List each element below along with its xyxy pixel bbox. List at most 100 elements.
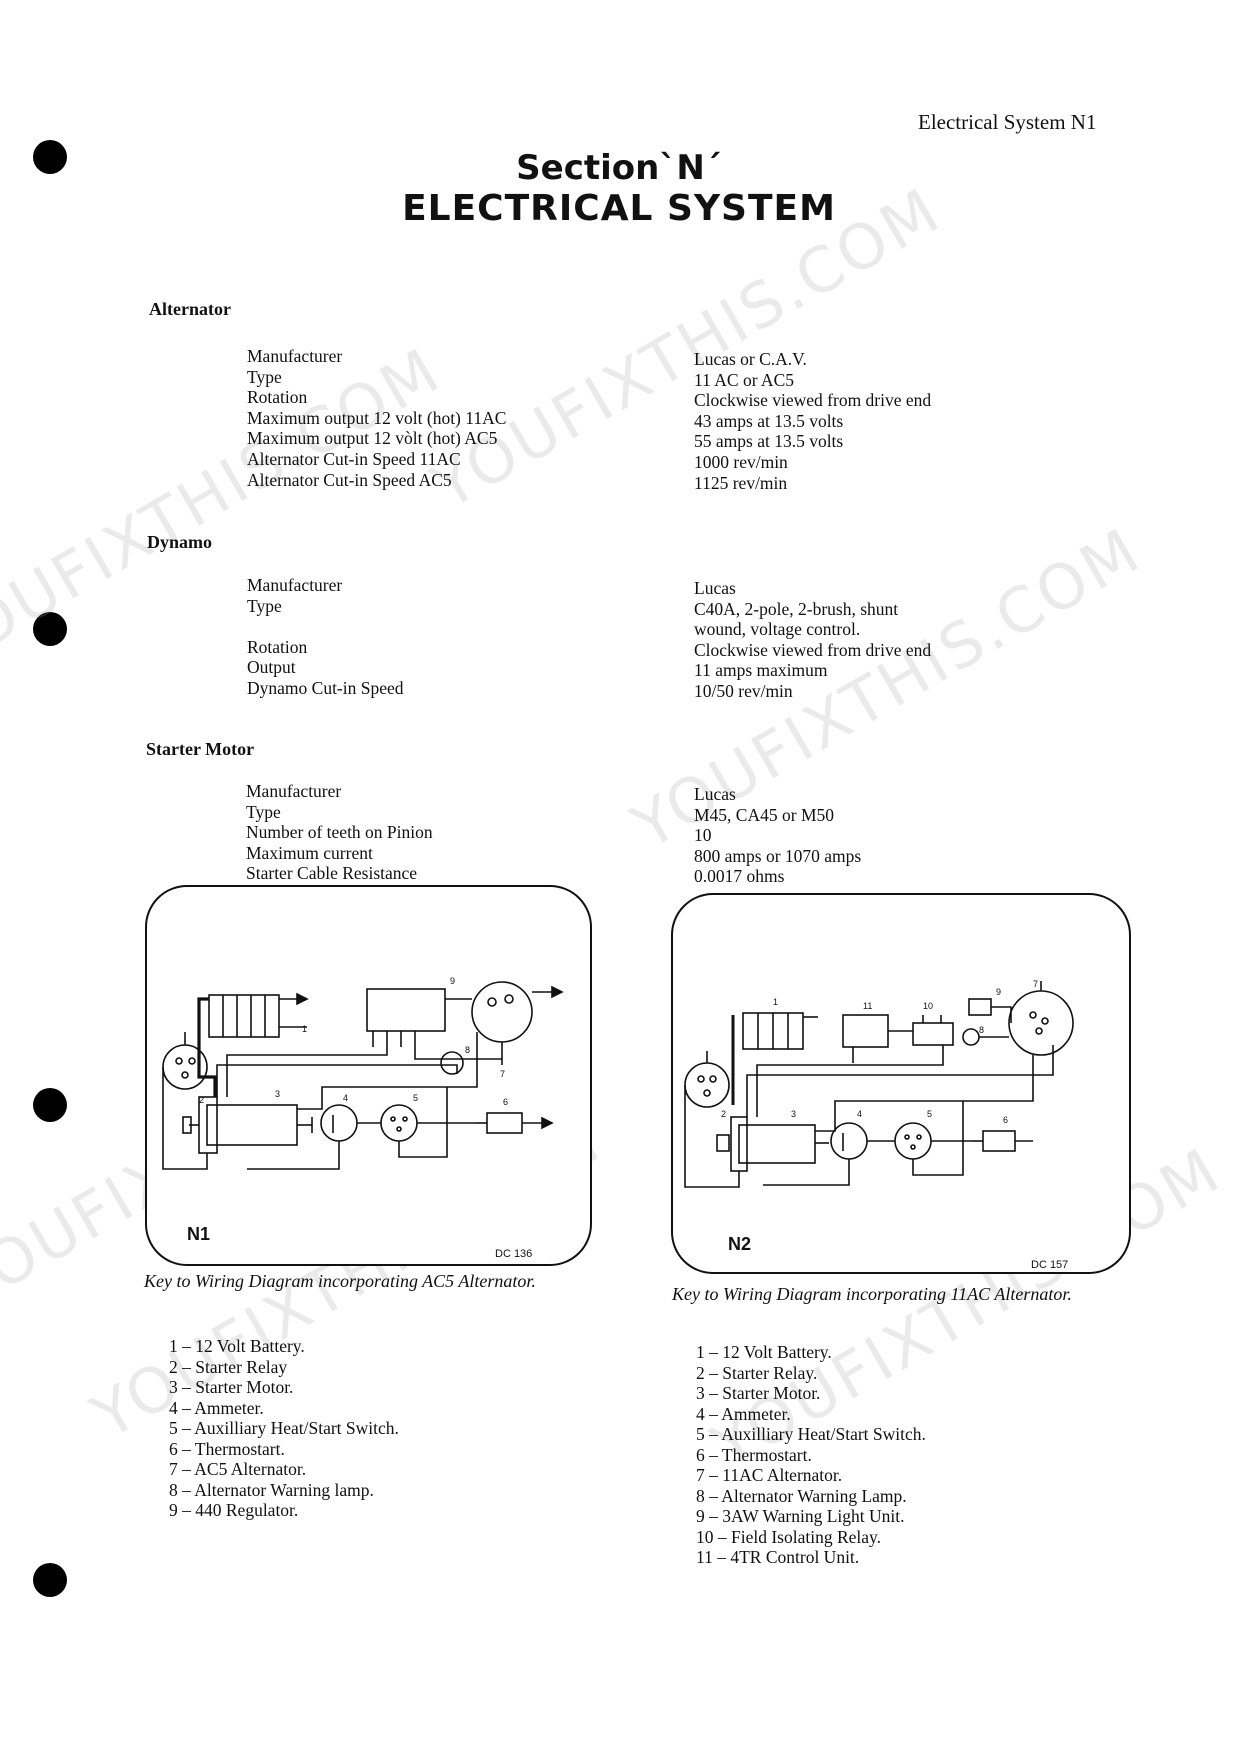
spec-value: 11 AC or AC5	[694, 369, 794, 390]
key-item: 9 – 3AW Warning Light Unit.	[696, 1506, 905, 1526]
dynamo-values: Lucas C40A, 2-pole, 2-brush, shunt wound…	[694, 578, 931, 702]
key-item: 2 – Starter Relay.	[696, 1362, 818, 1383]
spec-label	[247, 616, 404, 637]
svg-text:4: 4	[857, 1109, 862, 1119]
spec-value: 55 amps at 13.5 volts	[694, 431, 844, 452]
binder-hole	[33, 140, 67, 174]
svg-text:10: 10	[923, 1001, 933, 1011]
key-list-n1: 1 – 12 Volt Battery. 2 – Starter Relay 3…	[169, 1336, 399, 1521]
key-item: 8 – Alternator Warning lamp.	[169, 1479, 374, 1500]
caption-n1: Key to Wiring Diagram incorporating AC5 …	[144, 1271, 536, 1291]
svg-text:9: 9	[996, 987, 1001, 997]
spec-label: Manufacturer	[247, 575, 343, 595]
key-item: 11 – 4TR Control Unit.	[696, 1547, 860, 1567]
page-reference: Electrical System N1	[918, 110, 1097, 134]
svg-text:2: 2	[199, 1095, 204, 1105]
svg-text:8: 8	[465, 1045, 470, 1055]
svg-text:7: 7	[1033, 979, 1038, 989]
spec-value: Lucas	[694, 578, 736, 598]
key-item: 2 – Starter Relay	[169, 1356, 288, 1377]
starter-heading: Starter Motor	[146, 739, 255, 759]
wiring-schematic-n1: 1 9 2 3 4 5 6 7 8	[162, 976, 564, 1170]
spec-value: Lucas	[694, 784, 736, 804]
binder-hole	[33, 1563, 67, 1597]
alternator-labels: Manufacturer Type Rotation Maximum outpu…	[247, 346, 506, 490]
spec-value: 1000 rev/min	[694, 451, 788, 472]
diagram-ref-n2: DC 157	[1031, 1259, 1069, 1271]
section-subtitle: ELECTRICAL SYSTEM	[402, 188, 836, 229]
spec-label: Dynamo Cut-in Speed	[247, 677, 404, 698]
key-item: 4 – Ammeter.	[169, 1397, 264, 1418]
svg-text:6: 6	[1003, 1115, 1008, 1125]
spec-value: Clockwise viewed from drive end	[694, 639, 932, 660]
key-item: 9 – 440 Regulator.	[169, 1500, 299, 1520]
section-title: Section`N´	[516, 148, 722, 188]
svg-text:3: 3	[791, 1109, 796, 1119]
svg-text:11: 11	[863, 1001, 872, 1011]
spec-label: Rotation	[247, 387, 308, 408]
spec-label: Alternator Cut-in Speed 11AC	[247, 448, 461, 469]
starter-labels: Manufacturer Type Number of teeth on Pin…	[246, 781, 433, 884]
spec-value: M45, CA45 or M50	[694, 804, 835, 825]
key-list-n2: 1 – 12 Volt Battery. 2 – Starter Relay. …	[696, 1342, 926, 1568]
spec-label: Type	[247, 595, 282, 616]
spec-label: Maximum output 12 vòlt (hot) AC5	[247, 428, 498, 449]
spec-label: Alternator Cut-in Speed AC5	[247, 469, 452, 490]
spec-value: 1125 rev/min	[694, 472, 788, 493]
diagram-label-n2: N2	[728, 1234, 752, 1254]
caption-n2: Key to Wiring Diagram incorporating 11AC…	[672, 1284, 1072, 1304]
key-item: 7 – 11AC Alternator.	[696, 1465, 843, 1485]
svg-text:4: 4	[343, 1093, 348, 1103]
spec-label: Type	[247, 366, 282, 387]
svg-text:2: 2	[721, 1109, 726, 1119]
svg-text:6: 6	[503, 1097, 508, 1107]
spec-label: Maximum output 12 volt (hot) 11AC	[247, 407, 507, 428]
spec-value: wound, voltage control.	[694, 619, 861, 640]
svg-text:9: 9	[450, 976, 455, 986]
spec-label: Output	[247, 657, 296, 678]
svg-text:3: 3	[275, 1089, 280, 1099]
spec-label: Manufacturer	[246, 781, 342, 801]
spec-value: 0.0017 ohms	[694, 866, 785, 887]
diagram-ref-n1: DC 136	[495, 1248, 533, 1260]
key-item: 1 – 12 Volt Battery.	[169, 1336, 305, 1356]
alternator-heading: Alternator	[149, 299, 231, 319]
key-item: 6 – Thermostart.	[169, 1438, 285, 1459]
key-item: 7 – AC5 Alternator.	[169, 1459, 307, 1479]
spec-value: Clockwise viewed from drive end	[694, 390, 932, 411]
key-item: 4 – Ammeter.	[696, 1403, 791, 1424]
dynamo-heading: Dynamo	[147, 532, 213, 552]
key-item: 5 – Auxilliary Heat/Start Switch.	[169, 1418, 399, 1438]
spec-value: 10	[694, 825, 712, 846]
key-item: 5 – Auxilliary Heat/Start Switch.	[696, 1424, 926, 1444]
spec-value: 800 amps or 1070 amps	[694, 845, 862, 866]
spec-value: 43 amps at 13.5 volts	[694, 410, 844, 431]
binder-hole	[33, 1088, 67, 1122]
key-item: 3 – Starter Motor.	[169, 1377, 294, 1397]
spec-value: C40A, 2-pole, 2-brush, shunt	[694, 598, 899, 619]
svg-text:5: 5	[927, 1109, 932, 1119]
spec-label: Maximum current	[246, 842, 373, 863]
key-item: 6 – Thermostart.	[696, 1444, 812, 1465]
spec-label: Manufacturer	[247, 346, 343, 366]
spec-value: Lucas or C.A.V.	[694, 349, 807, 369]
key-item: 1 – 12 Volt Battery.	[696, 1342, 832, 1362]
key-item: 3 – Starter Motor.	[696, 1383, 821, 1403]
svg-text:7: 7	[500, 1069, 505, 1079]
spec-value: 11 amps maximum	[694, 660, 828, 681]
spec-label: Starter Cable Resistance	[246, 863, 418, 884]
svg-text:5: 5	[413, 1093, 418, 1103]
spec-label: Number of teeth on Pinion	[246, 822, 433, 843]
spec-value: 10/50 rev/min	[694, 680, 793, 701]
key-item: 10 – Field Isolating Relay.	[696, 1526, 882, 1547]
key-item: 8 – Alternator Warning Lamp.	[696, 1485, 907, 1506]
starter-values: Lucas M45, CA45 or M50 10 800 amps or 10…	[694, 784, 861, 887]
alternator-values: Lucas or C.A.V. 11 AC or AC5 Clockwise v…	[694, 349, 931, 493]
svg-text:1: 1	[302, 1024, 307, 1034]
spec-label: Type	[246, 801, 281, 822]
svg-text:8: 8	[979, 1025, 984, 1035]
dynamo-labels: Manufacturer Type Rotation Output Dynamo…	[247, 575, 404, 699]
